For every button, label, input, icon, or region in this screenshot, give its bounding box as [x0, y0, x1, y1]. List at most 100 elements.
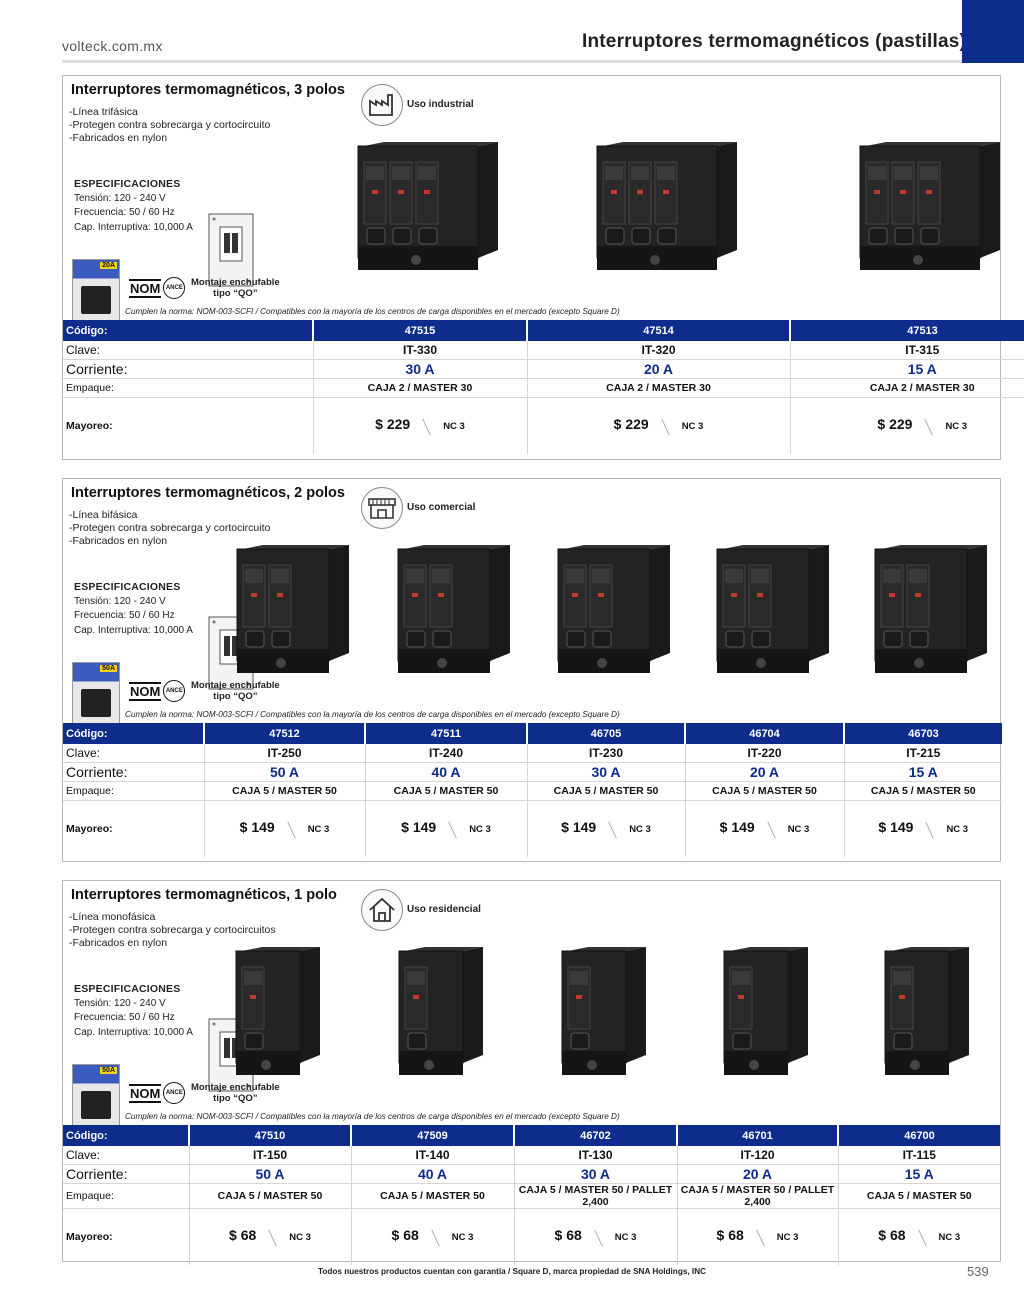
- price-divider: [448, 821, 457, 838]
- product-current: 15 A: [843, 762, 1002, 782]
- breaker-image: [554, 543, 674, 684]
- feature-item: -Protegen contra sobrecarga y cortocircu…: [69, 119, 271, 131]
- section-title: Interruptores termomagnéticos, 2 polos: [71, 485, 345, 501]
- wholesale-label: Mayoreo:: [66, 1231, 113, 1243]
- product-key: IT-330: [312, 341, 527, 360]
- package-label: 50A: [100, 1067, 117, 1074]
- wholesale-cell: $ 68 NC 3: [350, 1208, 514, 1265]
- package-breaker: [81, 286, 111, 314]
- nc-code: NC 3: [451, 1232, 474, 1244]
- footer-note: Todos nuestros productos cuentan con gar…: [317, 1267, 707, 1276]
- mount-line: tipo “QO”: [213, 1093, 258, 1104]
- product-code: 46703: [843, 723, 1002, 744]
- specs-title: ESPECIFICACIONES: [74, 581, 181, 593]
- compliance-note: Cumplen la norma: NOM-003-SCFI / Compati…: [125, 710, 620, 719]
- nc-code: NC 3: [307, 824, 330, 836]
- product-code: 47513: [789, 320, 1024, 341]
- product-pack: CAJA 5 / MASTER 50: [843, 781, 1002, 801]
- pack-label: Empaque:: [63, 781, 204, 801]
- product-key: IT-315: [789, 341, 1024, 360]
- breaker-image: [233, 543, 353, 684]
- price-divider: [924, 418, 934, 435]
- feature-item: -Línea monofásica: [69, 911, 156, 923]
- product-pack: CAJA 5 / MASTER 50 / PALLET 2,400: [513, 1183, 677, 1209]
- wholesale-price: $ 68: [716, 1227, 744, 1244]
- price-divider: [431, 1229, 440, 1246]
- nc-code: NC 3: [469, 824, 491, 836]
- spec-item: Tensión: 120 - 240 V: [74, 192, 166, 204]
- spec-item: Cap. Interruptiva: 10,000 A: [74, 624, 193, 636]
- section-title: Interruptores termomagnéticos, 1 polo: [71, 887, 337, 903]
- product-pack: CAJA 2 / MASTER 30: [789, 378, 1024, 398]
- product-pack: CAJA 5 / MASTER 50: [364, 781, 527, 801]
- product-code: 47512: [203, 723, 365, 744]
- wholesale-price: $ 68: [391, 1227, 419, 1244]
- compliance-note: Cumplen la norma: NOM-003-SCFI / Compati…: [125, 1112, 620, 1121]
- breaker-image: [394, 543, 514, 684]
- mount-line: Montaje enchufable: [191, 277, 280, 288]
- feature-list: -Línea trifásica-Protegen contra sobreca…: [69, 106, 270, 145]
- price-divider: [608, 821, 617, 838]
- compliance-note: Cumplen la norma: NOM-003-SCFI / Compati…: [125, 307, 620, 316]
- wholesale-label: Mayoreo:: [66, 420, 113, 432]
- product-code: 46700: [837, 1125, 1000, 1146]
- product-current: 40 A: [350, 1164, 514, 1184]
- product-key: IT-215: [843, 744, 1002, 763]
- ance-seal: ANCE: [163, 277, 186, 299]
- breaker-image: [720, 945, 812, 1086]
- wholesale-price: $ 149: [401, 819, 437, 836]
- site-url[interactable]: volteck.com.mx: [62, 38, 163, 54]
- product-code: 46705: [526, 723, 685, 744]
- price-divider: [594, 1229, 603, 1246]
- product-code: 46702: [513, 1125, 677, 1146]
- product-pack: CAJA 5 / MASTER 50: [684, 781, 844, 801]
- section-title: Interruptores termomagnéticos, 3 polos: [71, 82, 345, 98]
- product-code: 46704: [684, 723, 844, 744]
- price-divider: [286, 821, 296, 838]
- product-key: IT-115: [837, 1146, 1000, 1165]
- breaker-image: [713, 543, 833, 684]
- product-current: 30 A: [526, 762, 685, 782]
- wholesale-price: $ 68: [554, 1227, 582, 1244]
- feature-item: -Fabricados en nylon: [69, 535, 168, 547]
- breaker-image: [881, 945, 973, 1086]
- package-image: 50A: [72, 1064, 120, 1128]
- package-image: 50A: [72, 662, 120, 726]
- page-title: Interruptores termomagnéticos (pastillas…: [582, 31, 967, 52]
- wholesale-price: $ 68: [878, 1227, 906, 1244]
- spec-item: Tensión: 120 - 240 V: [74, 997, 166, 1009]
- product-current: 30 A: [312, 359, 527, 379]
- package-label: 50A: [100, 665, 117, 672]
- factory-icon: [361, 84, 403, 126]
- product-code: 47511: [364, 723, 527, 744]
- product-key: IT-250: [203, 744, 365, 763]
- spec-item: Frecuencia: 50 / 60 Hz: [74, 610, 175, 621]
- current-label: Corriente:: [63, 1164, 189, 1184]
- product-current: 15 A: [789, 359, 1024, 379]
- current-label: Corriente:: [63, 762, 204, 782]
- pack-label: Empaque:: [63, 378, 313, 398]
- nc-code: NC 3: [681, 421, 704, 433]
- wholesale-label: Mayoreo:: [66, 823, 113, 835]
- product-key: IT-230: [526, 744, 685, 763]
- spec-item: Cap. Interruptiva: 10,000 A: [74, 1026, 193, 1038]
- wholesale-price: $ 149: [239, 819, 275, 836]
- product-section-3-poles: Interruptores termomagnéticos, 3 polos -L…: [62, 75, 1024, 460]
- load-center-image: [208, 213, 254, 287]
- page-number: 539: [967, 1264, 989, 1279]
